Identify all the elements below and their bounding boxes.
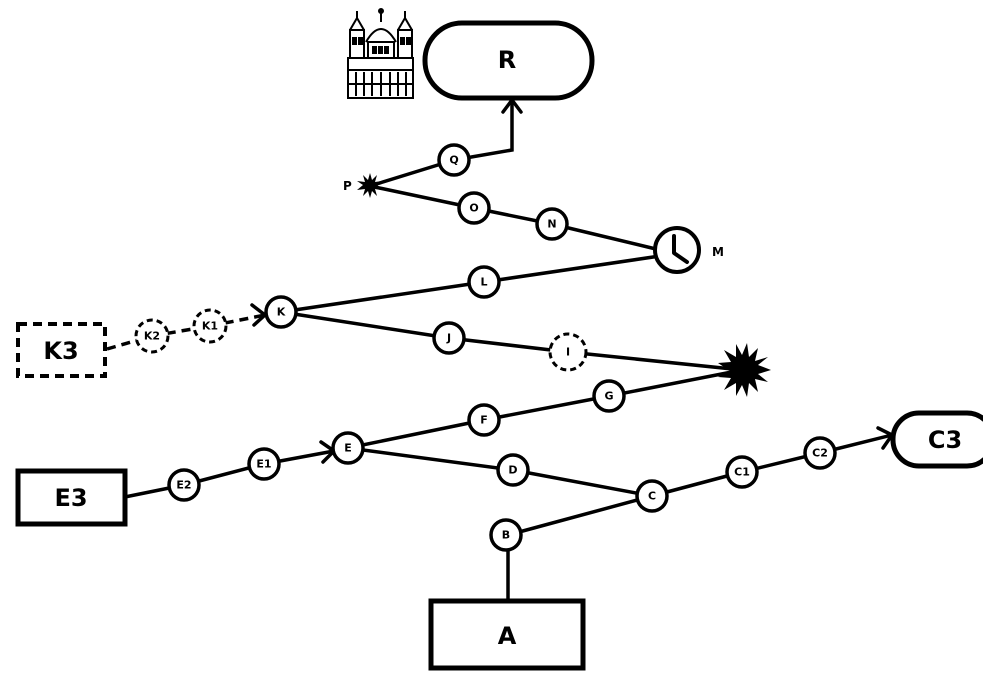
node-e2[interactable]: E2 (167, 468, 201, 502)
edge-l-m (482, 254, 662, 284)
node-e1[interactable]: E1 (247, 447, 281, 481)
node-e[interactable]: E (331, 431, 365, 465)
svg-text:P: P (343, 179, 352, 193)
svg-text:K2: K2 (144, 330, 160, 343)
svg-text:M: M (712, 245, 724, 259)
svg-text:C3: C3 (928, 426, 962, 454)
svg-text:K: K (277, 306, 286, 319)
junction-burst[interactable] (718, 343, 771, 397)
node-c3[interactable]: C3 (890, 410, 983, 469)
edges (106, 98, 894, 602)
cathedral-icon (347, 8, 414, 99)
node-d[interactable]: D (496, 453, 530, 487)
node-j[interactable]: J (432, 321, 466, 355)
edge-o-p (368, 184, 476, 210)
node-p[interactable]: P (343, 173, 383, 198)
svg-text:K3: K3 (43, 337, 78, 365)
edge-c-d (511, 468, 654, 498)
svg-text:R: R (498, 46, 516, 74)
node-e3[interactable]: E3 (15, 468, 128, 527)
svg-text:E3: E3 (54, 484, 87, 512)
edge-g-burst (607, 368, 744, 398)
edge-d-e (346, 446, 515, 472)
svg-text:Q: Q (449, 154, 458, 167)
node-a[interactable]: A (428, 598, 586, 671)
node-r[interactable]: R (422, 20, 595, 101)
svg-text:E2: E2 (176, 479, 191, 492)
starburst-icon (357, 173, 383, 198)
starburst-icon (718, 343, 771, 397)
node-m[interactable]: M (653, 226, 724, 274)
svg-text:C2: C2 (812, 447, 828, 460)
svg-text:O: O (469, 202, 478, 215)
node-n[interactable]: N (535, 207, 569, 241)
svg-text:F: F (480, 414, 488, 427)
node-c1[interactable]: C1 (725, 455, 759, 489)
svg-text:I: I (566, 346, 570, 359)
svg-text:L: L (480, 276, 487, 289)
node-l[interactable]: L (467, 265, 501, 299)
edge-k-l (279, 280, 486, 314)
edge-f-g (482, 394, 611, 422)
svg-text:C: C (648, 490, 656, 503)
node-i[interactable]: I (548, 332, 588, 372)
node-o[interactable]: O (457, 191, 491, 225)
svg-text:E1: E1 (256, 458, 271, 471)
node-f[interactable]: F (467, 403, 501, 437)
edge-k3-k2 (106, 334, 153, 351)
svg-text:C1: C1 (734, 466, 750, 479)
node-g[interactable]: G (592, 379, 626, 413)
svg-text:A: A (498, 622, 517, 650)
node-k3[interactable]: K3 (16, 322, 107, 378)
edge-i-j (447, 336, 570, 354)
svg-text:D: D (508, 464, 517, 477)
edge-e-f (346, 418, 486, 450)
edge-burst-i (566, 350, 744, 372)
svg-text:E: E (344, 442, 352, 455)
node-k[interactable]: K (264, 295, 298, 329)
edge-q-r (452, 100, 514, 162)
edge-j-k (279, 310, 451, 340)
edge-m-n (550, 222, 662, 252)
node-q[interactable]: Q (437, 143, 471, 177)
edge-k1-k (209, 313, 266, 328)
node-b[interactable]: B (489, 518, 523, 552)
node-c[interactable]: C (635, 479, 669, 513)
clock-icon (653, 226, 701, 274)
node-c2[interactable]: C2 (803, 436, 837, 470)
node-k1[interactable]: K1 (192, 308, 228, 344)
svg-text:G: G (604, 390, 613, 403)
svg-text:B: B (502, 529, 510, 542)
svg-text:J: J (446, 332, 451, 345)
node-k2[interactable]: K2 (134, 318, 170, 354)
svg-text:N: N (547, 218, 556, 231)
svg-text:K1: K1 (202, 320, 218, 333)
edge-b-c (506, 494, 654, 537)
